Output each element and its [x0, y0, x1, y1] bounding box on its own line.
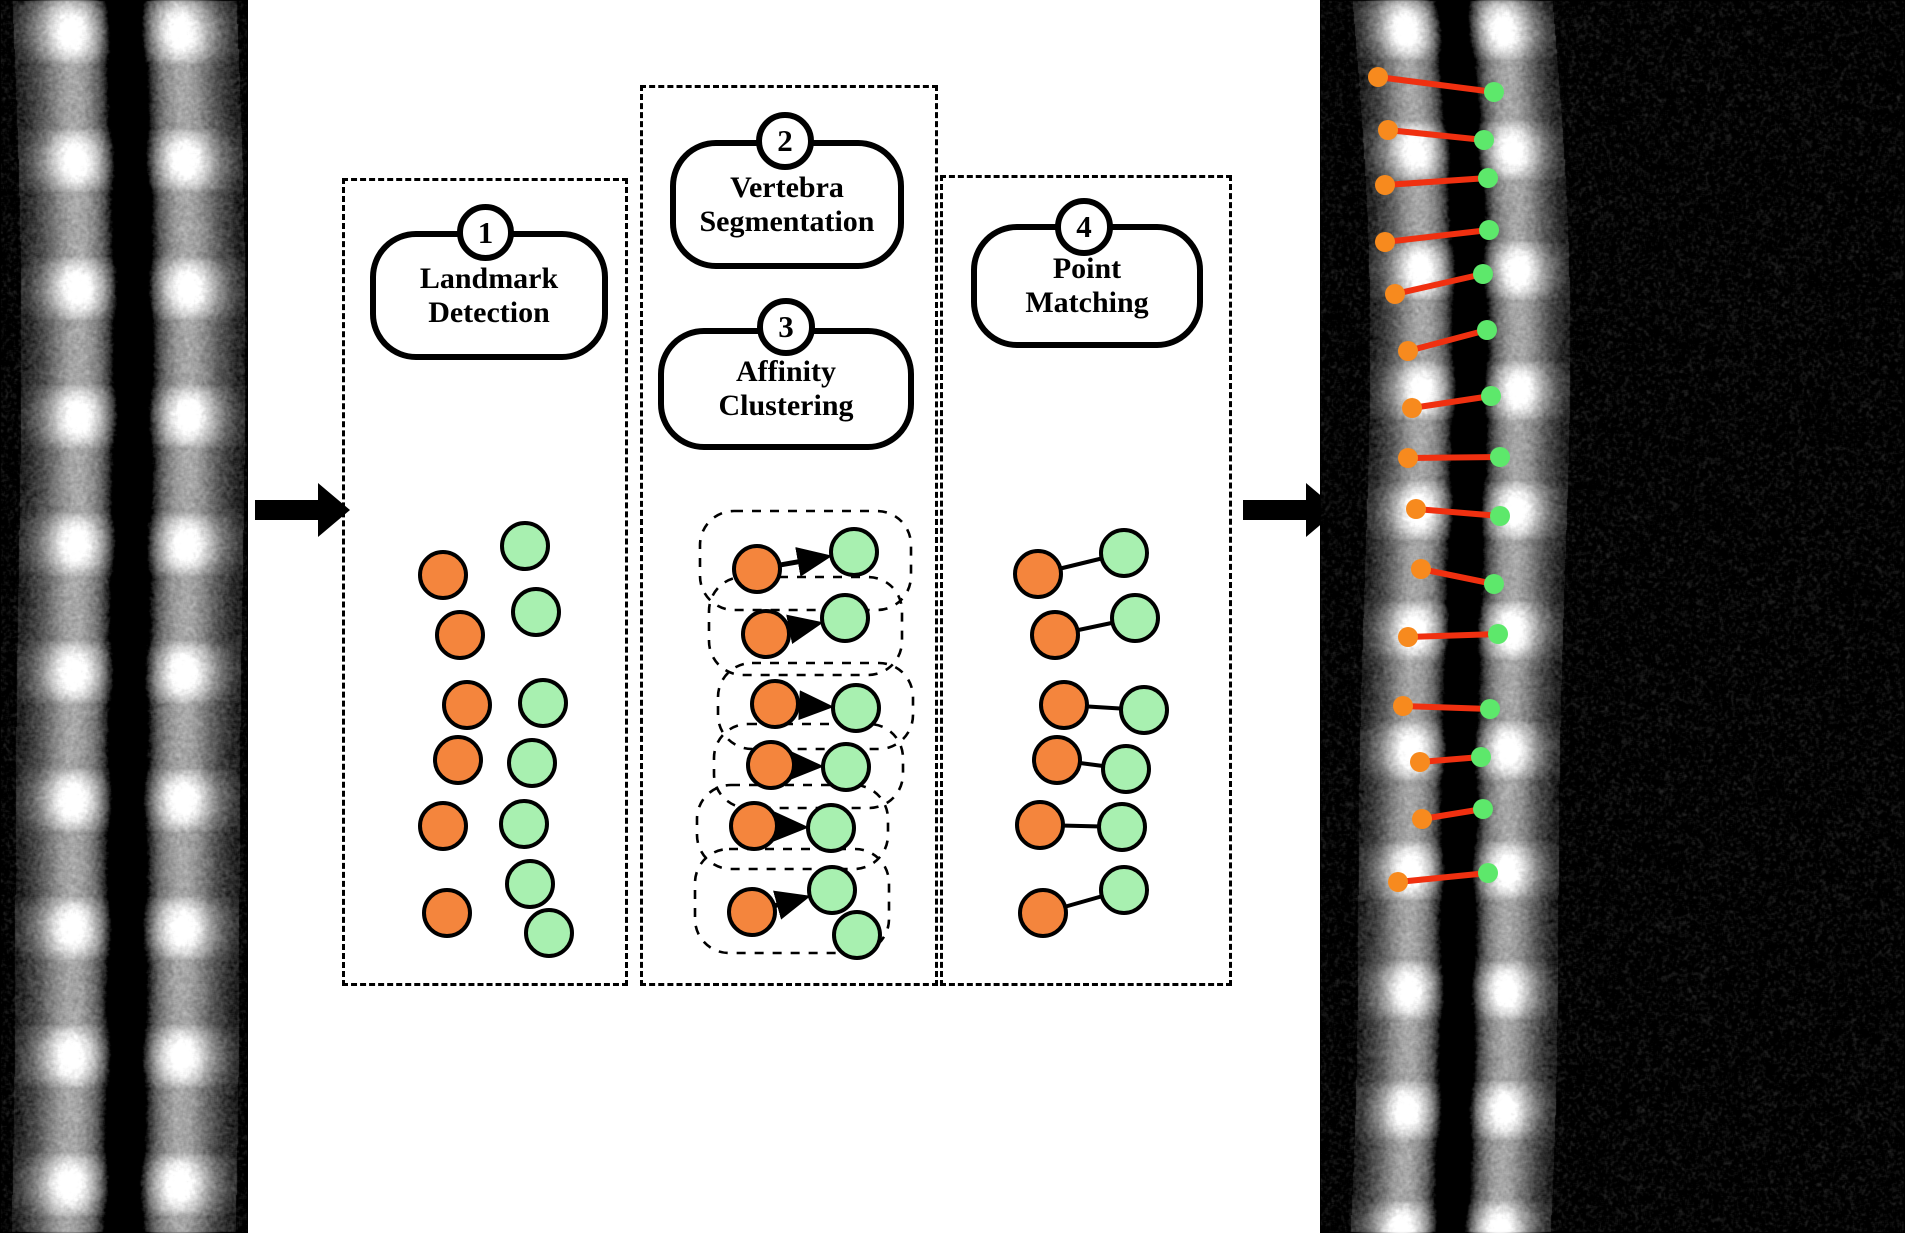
- landmark-dot-green-p1-2: [518, 678, 568, 728]
- input-ultrasound-spine-image: [0, 0, 248, 1233]
- landmark-dot-green-p1-4: [499, 799, 549, 849]
- arrow-pipeline-to-output: [1243, 483, 1338, 537]
- landmark-dot-green-p4-0: [1099, 528, 1149, 578]
- landmark-dot-orange-p1-3: [433, 735, 483, 785]
- landmark-dot-orange-p3-2: [750, 679, 800, 729]
- landmark-dot-green-p4-5: [1099, 865, 1149, 915]
- landmark-dot-green-p1-1: [511, 587, 561, 637]
- landmark-dot-green-p3-3: [821, 742, 871, 792]
- landmark-dot-orange-p4-3: [1032, 735, 1082, 785]
- input-spine-canvas: [0, 0, 248, 1233]
- step-4-line2: Matching: [1025, 286, 1149, 319]
- landmark-dot-orange-p3-0: [732, 544, 782, 594]
- step-capsule-point-matching[interactable]: Point Matching: [971, 224, 1203, 348]
- landmark-dot-orange-p1-5: [422, 888, 472, 938]
- step-3-line1: Affinity: [736, 355, 836, 389]
- landmark-dot-green-p3-2: [831, 683, 881, 733]
- landmark-dot-green-p3-0: [829, 527, 879, 577]
- landmark-dot-orange-p4-5: [1018, 888, 1068, 938]
- stage-box-segmentation-clustering: [640, 85, 938, 986]
- step-4-number-badge: 4: [1055, 198, 1113, 256]
- landmark-dot-green-p1-5: [505, 859, 555, 909]
- step-3-number: 3: [778, 309, 794, 344]
- landmark-dot-green-p4-3: [1101, 744, 1151, 794]
- step-2-number: 2: [777, 123, 793, 158]
- step-1-number-badge: 1: [457, 204, 514, 261]
- landmark-dot-orange-p1-1: [435, 610, 485, 660]
- step-1-number: 1: [477, 214, 494, 250]
- landmark-dot-orange-p4-0: [1013, 549, 1063, 599]
- output-spine-canvas: [1320, 0, 1905, 1233]
- landmark-dot-green-p1-0: [500, 521, 550, 571]
- landmark-dot-orange-p1-4: [418, 801, 468, 851]
- landmark-dot-orange-p3-5: [727, 887, 777, 937]
- stage-box-landmark-detection: [342, 178, 628, 986]
- landmark-dot-green-unpaired-p3-0: [832, 910, 882, 960]
- landmark-dot-green-p1-6: [524, 908, 574, 958]
- stage-box-point-matching: [940, 175, 1232, 986]
- step-4-line1: Point: [1052, 252, 1122, 286]
- landmark-dot-orange-p4-2: [1039, 680, 1089, 730]
- step-2-line2: Segmentation: [699, 204, 875, 238]
- step-1-line2: Detection: [428, 295, 550, 329]
- step-2-number-badge: 2: [756, 112, 814, 170]
- landmark-dot-green-p4-4: [1097, 802, 1147, 852]
- landmark-dot-orange-p1-0: [418, 550, 468, 600]
- step-capsule-vertebra-segmentation[interactable]: Vertebra Segmentation: [670, 140, 904, 269]
- landmark-dot-orange-p3-4: [729, 801, 779, 851]
- step-2-line1: Vertebra: [730, 170, 844, 204]
- landmark-dot-orange-p4-1: [1030, 610, 1080, 660]
- landmark-dot-orange-p1-2: [442, 680, 492, 730]
- landmark-dot-green-p4-2: [1119, 685, 1169, 735]
- landmark-dot-orange-p3-1: [741, 609, 791, 659]
- landmark-dot-green-p4-1: [1110, 593, 1160, 643]
- output-ultrasound-spine-image: [1320, 0, 1905, 1233]
- step-4-number: 4: [1076, 209, 1092, 244]
- arrow-input-to-pipeline: [255, 483, 350, 537]
- step-1-line1: Landmark: [419, 261, 559, 295]
- landmark-dot-green-p1-3: [507, 738, 557, 788]
- landmark-dot-orange-p4-4: [1015, 800, 1065, 850]
- step-3-line2: Clustering: [718, 389, 854, 422]
- landmark-dot-green-p3-4: [806, 803, 856, 853]
- step-3-number-badge: 3: [757, 298, 815, 356]
- landmark-dot-orange-p3-3: [746, 740, 796, 790]
- landmark-dot-green-p3-1: [820, 593, 870, 643]
- landmark-dot-green-p3-5: [807, 865, 857, 915]
